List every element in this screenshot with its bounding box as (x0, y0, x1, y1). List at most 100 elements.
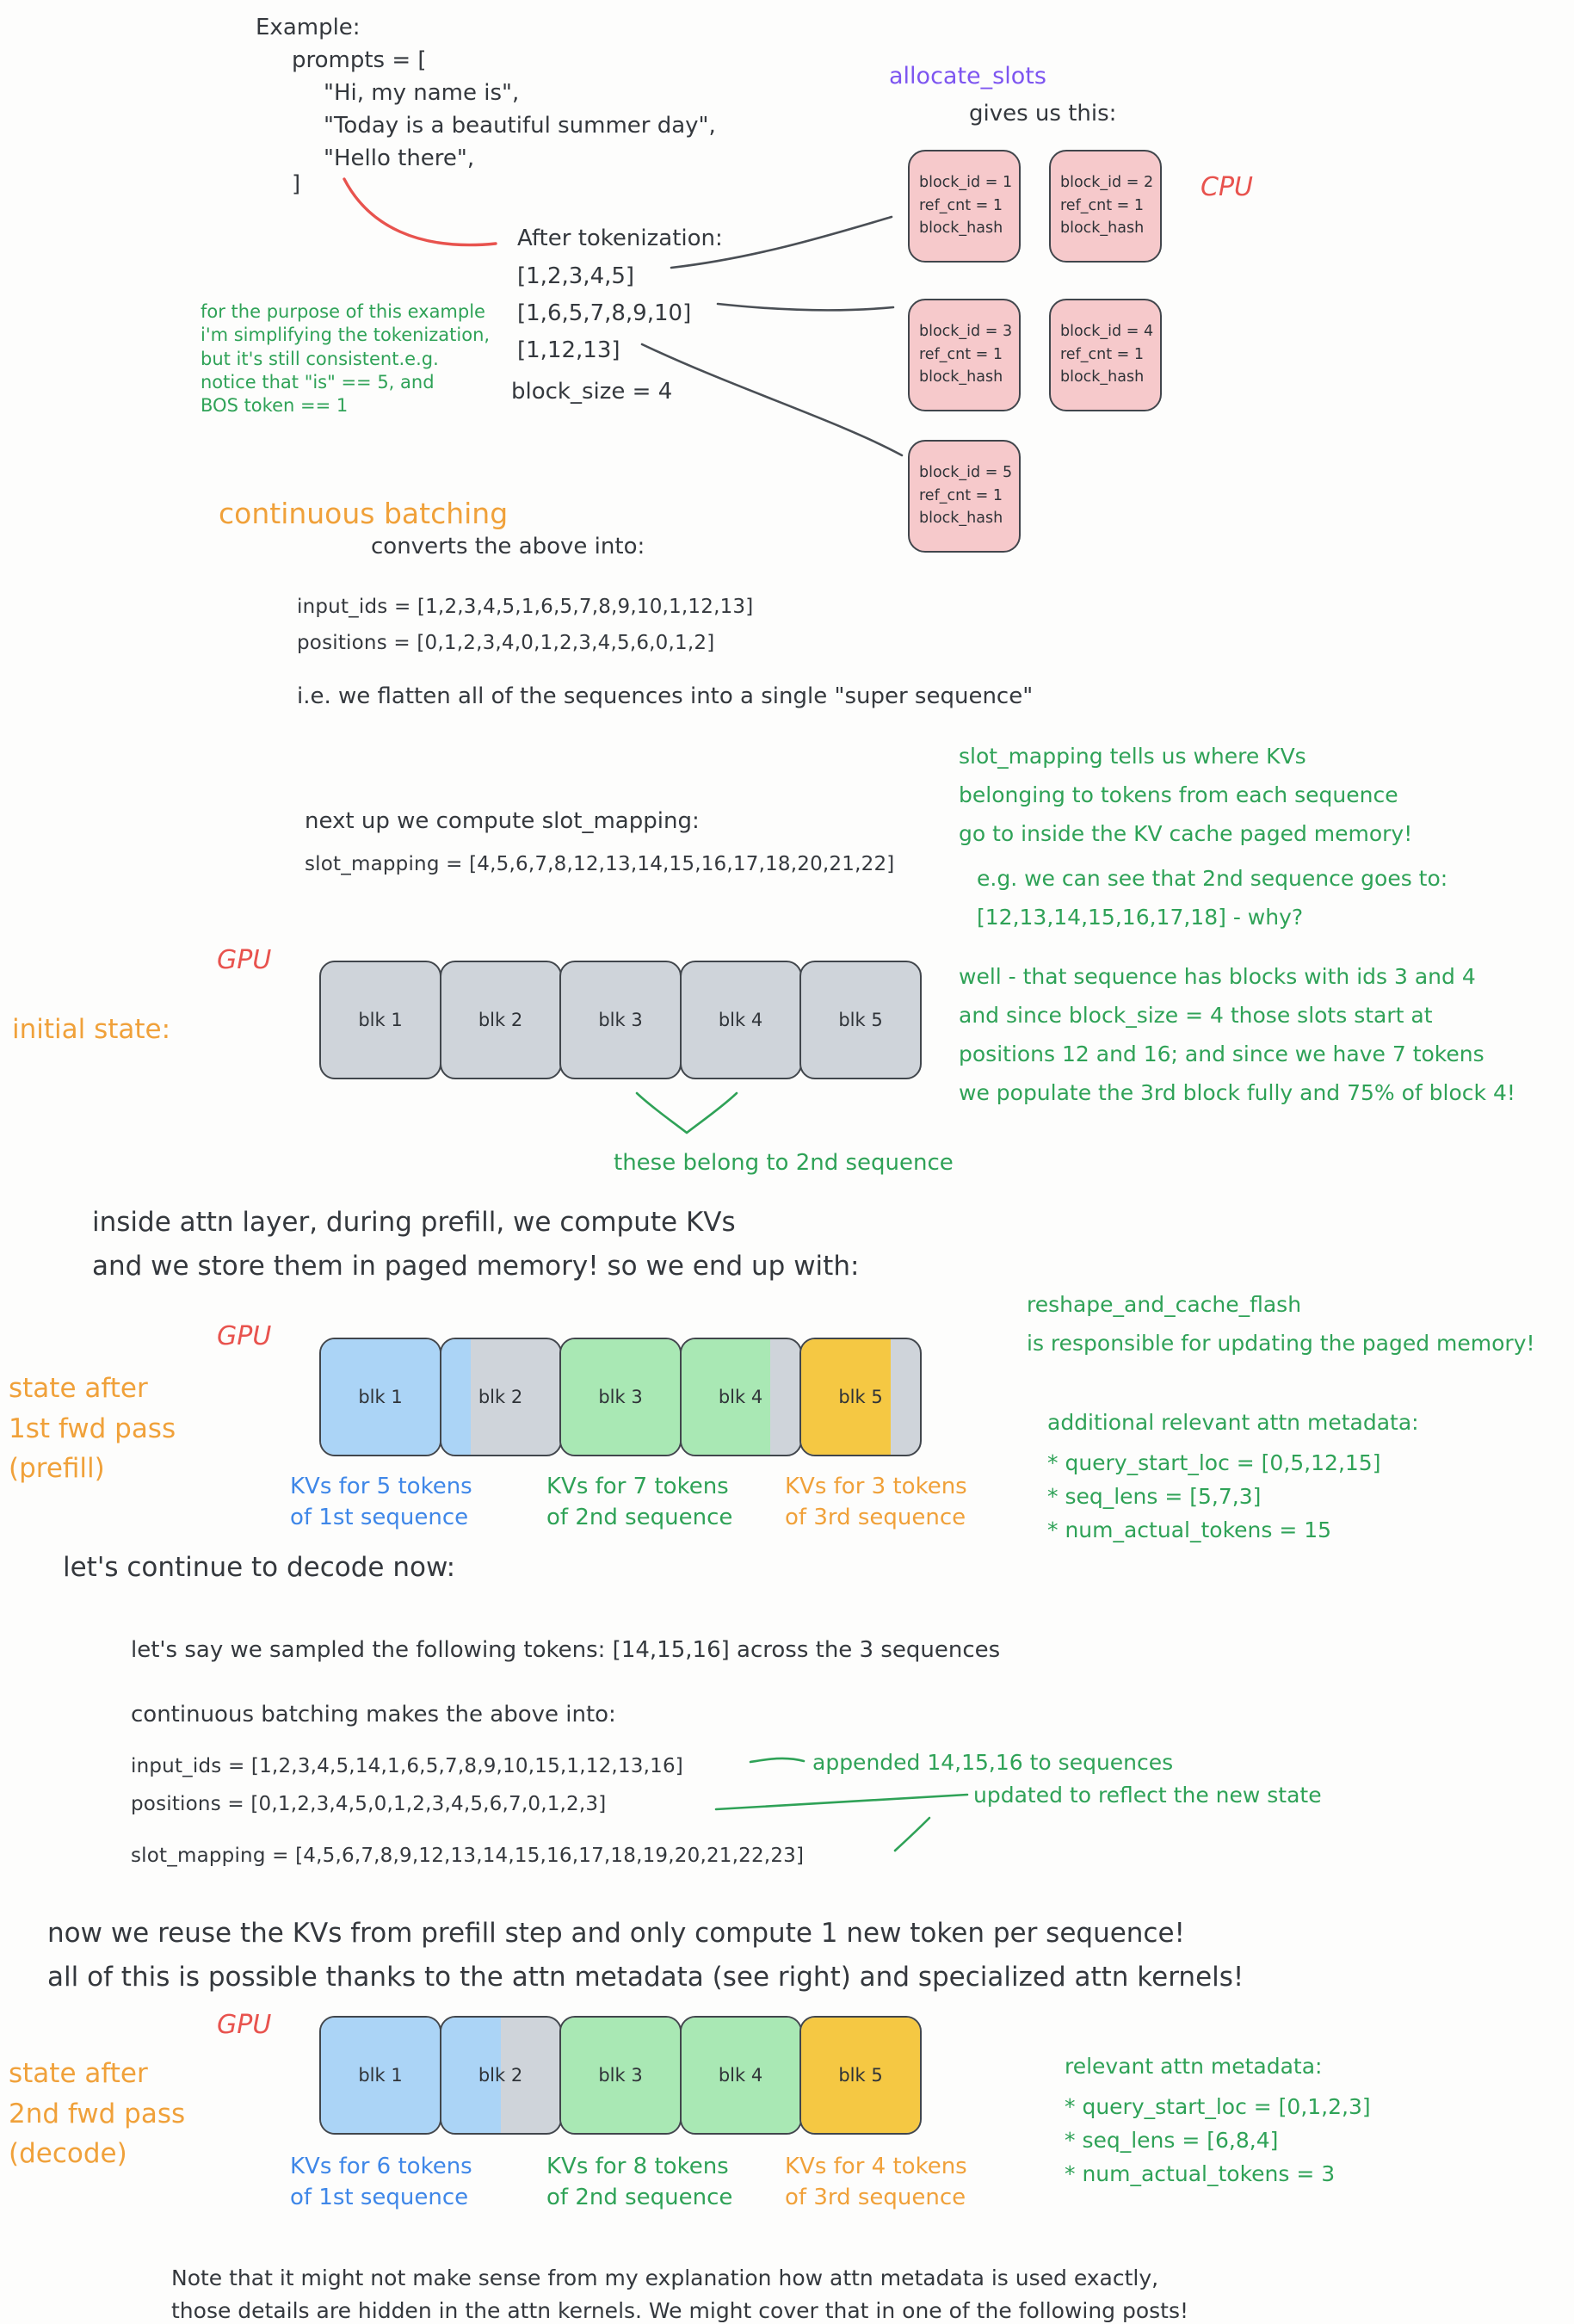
decode-input-ids-line: input_ids = [1,2,3,4,5,14,1,6,5,7,8,9,10… (131, 1755, 683, 1777)
prompts-close: ] (292, 171, 301, 197)
memory-block-5: blk 5 (799, 1338, 922, 1456)
memory-block-2: blk 2 (439, 2016, 562, 2135)
converts-label: converts the above into: (371, 534, 645, 559)
block-hash: block_hash (919, 219, 1003, 238)
block-label: blk 5 (838, 2065, 883, 2086)
input-ids-line: input_ids = [1,2,3,4,5,1,6,5,7,8,9,10,1,… (297, 596, 754, 618)
cpu-block-1: block_id = 1 ref_cnt = 1 block_hash (908, 150, 1021, 263)
memory-block-1: blk 1 (319, 2016, 441, 2135)
prefill-metadata-title: additional relevant attn metadata: (1047, 1410, 1419, 1435)
decode-caption-seq3: KVs for 4 tokens of 3rd sequence (785, 2154, 967, 2211)
block-label: blk 3 (598, 1010, 643, 1030)
cpu-block-4: block_id = 4 ref_cnt = 1 block_hash (1049, 299, 1162, 411)
memory-block-4: blk 4 (679, 961, 802, 1079)
updated-note: updated to reflect the new state (973, 1783, 1322, 1808)
block-fill (681, 2018, 800, 2133)
slot-mapping-line: slot_mapping = [4,5,6,7,8,12,13,14,15,16… (305, 853, 895, 875)
reuse-kvs-note: now we reuse the KVs from prefill step a… (47, 1918, 1244, 1993)
block-refcnt: ref_cnt = 1 (919, 345, 1003, 363)
block-size-label: block_size = 4 (511, 379, 673, 405)
block-hash: block_hash (919, 510, 1003, 528)
example-title: Example: (256, 15, 361, 40)
block-fill (441, 1339, 471, 1455)
arrow-belong-right (685, 1091, 738, 1134)
cb-makes-line: continuous batching makes the above into… (131, 1702, 616, 1728)
allocate-slots-label: allocate_slots (889, 63, 1046, 90)
block-refcnt: ref_cnt = 1 (1060, 345, 1144, 363)
decode-positions-line: positions = [0,1,2,3,4,5,0,1,2,3,4,5,6,7… (131, 1793, 607, 1815)
cpu-label: CPU (1201, 172, 1253, 202)
prefill-caption-seq1: KVs for 5 tokens of 1st sequence (290, 1474, 472, 1531)
block-label: blk 4 (718, 1387, 763, 1407)
prefill-state-label: state after 1st fwd pass (prefill) (9, 1373, 176, 1484)
gpu-label-initial: GPU (217, 945, 272, 975)
block-label: blk 5 (838, 1387, 883, 1407)
gpu-decode-blocks: blk 1 blk 2 blk 3 blk 4 blk 5 (319, 2016, 922, 2135)
arrow-prompts-to-tokenization (343, 177, 497, 247)
block-refcnt: ref_cnt = 1 (1060, 196, 1144, 214)
appended-note: appended 14,15,16 to sequences (812, 1750, 1174, 1775)
block-label: blk 2 (478, 1387, 523, 1407)
gpu-prefill-blocks: blk 1 blk 2 blk 3 blk 4 blk 5 (319, 1338, 922, 1456)
sampled-tokens-line: let's say we sampled the following token… (131, 1637, 1001, 1663)
gpu-label-decode: GPU (217, 2010, 272, 2040)
block-label: blk 4 (718, 2065, 763, 2086)
memory-block-3: blk 3 (559, 961, 682, 1079)
decode-metadata-list: * query_start_loc = [0,1,2,3] * seq_lens… (1065, 2094, 1371, 2186)
cpu-block-2: block_id = 2 ref_cnt = 1 block_hash (1049, 150, 1162, 263)
block-hash: block_hash (1060, 219, 1145, 238)
block-label: blk 1 (358, 1010, 403, 1030)
block-label: blk 2 (478, 1010, 523, 1030)
cpu-block-3: block_id = 3 ref_cnt = 1 block_hash (908, 299, 1021, 411)
arrow-belong-left (635, 1091, 688, 1134)
gives-us-this-label: gives us this: (969, 101, 1117, 127)
flatten-note: i.e. we flatten all of the sequences int… (297, 683, 1034, 709)
block-label: blk 5 (838, 1010, 883, 1030)
prompts-open: prompts = [ (292, 47, 427, 73)
tokenized-sequences: [1,2,3,4,5] [1,6,5,7,8,9,10] [1,12,13] (517, 263, 692, 363)
tokenization-simplify-note: for the purpose of this example i'm simp… (201, 301, 491, 417)
decode-lead: let's continue to decode now: (63, 1552, 456, 1583)
memory-block-3: blk 3 (559, 1338, 682, 1456)
slot-mapping-note: slot_mapping tells us where KVs belongin… (959, 744, 1413, 846)
block-fill (561, 1339, 680, 1455)
arrow-seq2-to-block3 (716, 302, 895, 312)
belong-second-sequence-label: these belong to 2nd sequence (614, 1150, 954, 1176)
block-label: blk 3 (598, 1387, 643, 1407)
memory-block-5: blk 5 (799, 961, 922, 1079)
prefill-caption-seq2: KVs for 7 tokens of 2nd sequence (546, 1474, 733, 1531)
memory-block-2: blk 2 (439, 961, 562, 1079)
block-label: blk 1 (358, 2065, 403, 2086)
positions-line: positions = [0,1,2,3,4,0,1,2,3,4,5,6,0,1… (297, 632, 715, 654)
cpu-block-5: block_id = 5 ref_cnt = 1 block_hash (908, 440, 1021, 553)
block-hash: block_hash (919, 368, 1003, 386)
why-blocks-note: well - that sequence has blocks with ids… (959, 964, 1515, 1105)
block-label: blk 3 (598, 2065, 643, 2086)
block-hash: block_hash (1060, 368, 1145, 386)
reshape-and-cache-note: reshape_and_cache_flash is responsible f… (1027, 1292, 1535, 1356)
decode-caption-seq2: KVs for 8 tokens of 2nd sequence (546, 2154, 733, 2211)
block-label: blk 2 (478, 2065, 523, 2086)
memory-block-5: blk 5 (799, 2016, 922, 2135)
block-id: block_id = 4 (1060, 323, 1154, 341)
block-id: block_id = 2 (1060, 174, 1154, 192)
block-id: block_id = 3 (919, 323, 1013, 341)
decode-state-label: state after 2nd fwd pass (decode) (9, 2058, 186, 2169)
prefill-intro: inside attn layer, during prefill, we co… (92, 1207, 860, 1283)
gpu-initial-blocks: blk 1 blk 2 blk 3 blk 4 blk 5 (319, 961, 922, 1079)
second-sequence-note: e.g. we can see that 2nd sequence goes t… (977, 866, 1448, 930)
block-fill (801, 1339, 891, 1455)
block-id: block_id = 1 (919, 174, 1013, 192)
memory-block-3: blk 3 (559, 2016, 682, 2135)
decode-caption-seq1: KVs for 6 tokens of 1st sequence (290, 2154, 472, 2211)
initial-state-label: initial state: (12, 1014, 171, 1045)
block-refcnt: ref_cnt = 1 (919, 486, 1003, 504)
block-fill (681, 1339, 770, 1455)
continuous-batching-title: continuous batching (219, 497, 509, 530)
slot-mapping-intro: next up we compute slot_mapping: (305, 808, 700, 834)
block-fill (321, 1339, 440, 1455)
tokenization-title: After tokenization: (517, 226, 723, 251)
arrow-to-slot-mapping (893, 1816, 931, 1852)
arrow-appended-to-input-ids (749, 1757, 806, 1764)
memory-block-1: blk 1 (319, 1338, 441, 1456)
